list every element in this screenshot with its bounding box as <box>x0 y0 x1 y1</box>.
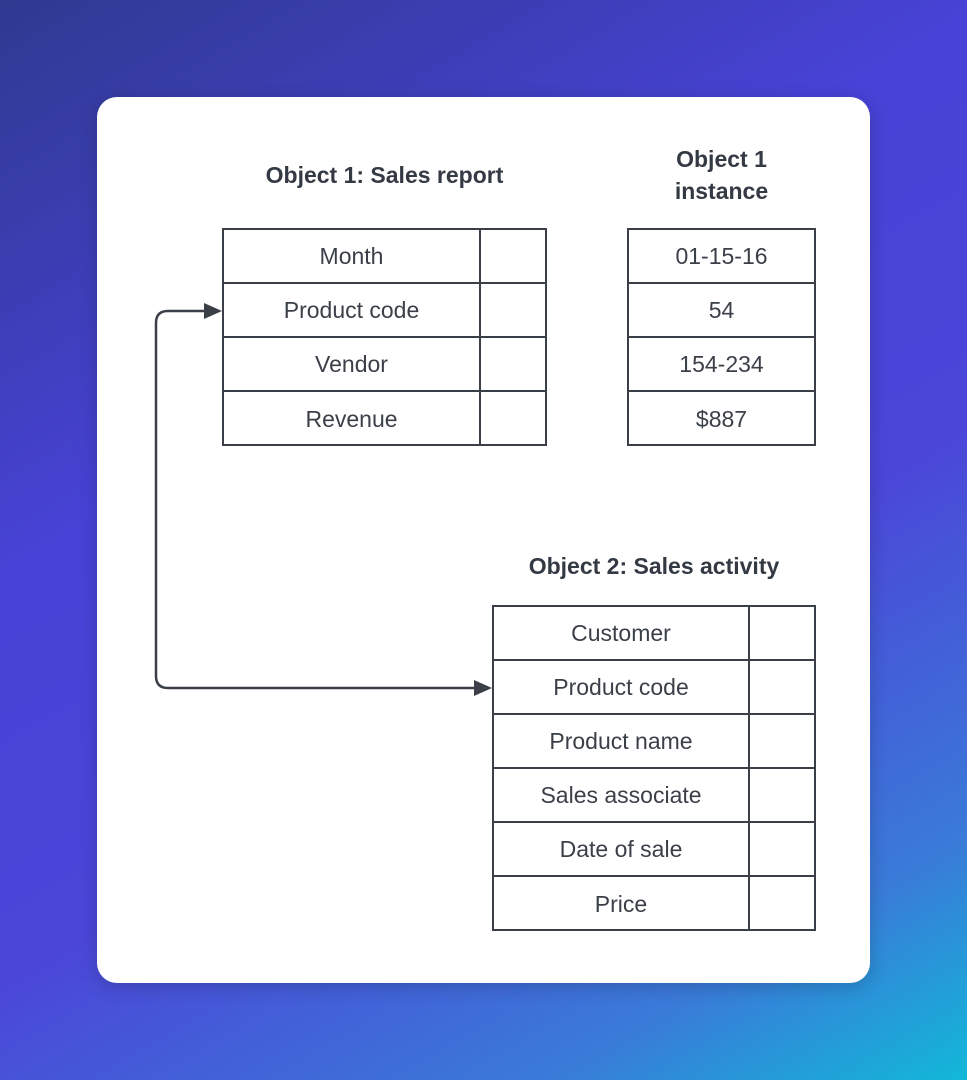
object2-row-key-cell <box>748 823 814 875</box>
object1-table: Month Product code Vendor Revenue <box>222 228 547 446</box>
instance-title-line1: Object 1 <box>676 146 767 172</box>
instance-row: 01-15-16 <box>629 230 814 284</box>
object2-row: Sales associate <box>494 769 814 823</box>
instance-row-value: 154-234 <box>679 350 764 377</box>
object2-row: Product name <box>494 715 814 769</box>
object1-row-key-cell <box>479 230 545 282</box>
instance-title: Object 1 instance <box>627 143 816 207</box>
object2-row-label: Price <box>594 890 648 917</box>
object2-row: Price <box>494 877 814 931</box>
object2-row-key-cell <box>748 877 814 931</box>
instance-row-value: 01-15-16 <box>675 242 768 269</box>
object1-title: Object 1: Sales report <box>265 162 504 188</box>
object2-row-key-cell <box>748 661 814 713</box>
object2-row: Date of sale <box>494 823 814 877</box>
instance-row-value: $887 <box>695 405 748 432</box>
object2-row-label: Customer <box>571 619 671 646</box>
object1-row-label: Product code <box>283 296 420 323</box>
object1-row-label: Month <box>319 242 384 269</box>
object1-row-key-cell <box>479 338 545 390</box>
object1-row-label: Vendor <box>315 350 388 377</box>
object2-title: Object 2: Sales activity <box>528 553 780 579</box>
object2-row-key-cell <box>748 715 814 767</box>
object2-row-label: Product code <box>553 673 689 700</box>
object1-row-label: Revenue <box>305 405 398 432</box>
instance-row-value: 54 <box>708 296 735 323</box>
object2-row: Product code <box>494 661 814 715</box>
object2-row: Customer <box>494 607 814 661</box>
object2-row-label: Product name <box>549 727 693 754</box>
object2-row-key-cell <box>748 607 814 659</box>
object2-row-label: Sales associate <box>540 781 702 808</box>
object2-table: Customer Product code Product name Sales… <box>492 605 816 931</box>
instance-row: $887 <box>629 392 814 446</box>
object2-row-key-cell <box>748 769 814 821</box>
instance-table: 01-15-16 54 154-234 $887 <box>627 228 816 446</box>
object1-row: Vendor <box>224 338 545 392</box>
object1-row-key-cell <box>479 392 545 446</box>
instance-row: 54 <box>629 284 814 338</box>
object1-row-key-cell <box>479 284 545 336</box>
instance-row: 154-234 <box>629 338 814 392</box>
instance-title-line2: instance <box>674 178 769 204</box>
object1-row: Revenue <box>224 392 545 446</box>
object1-row: Month <box>224 230 545 284</box>
object2-row-label: Date of sale <box>559 835 683 862</box>
object1-row: Product code <box>224 284 545 338</box>
